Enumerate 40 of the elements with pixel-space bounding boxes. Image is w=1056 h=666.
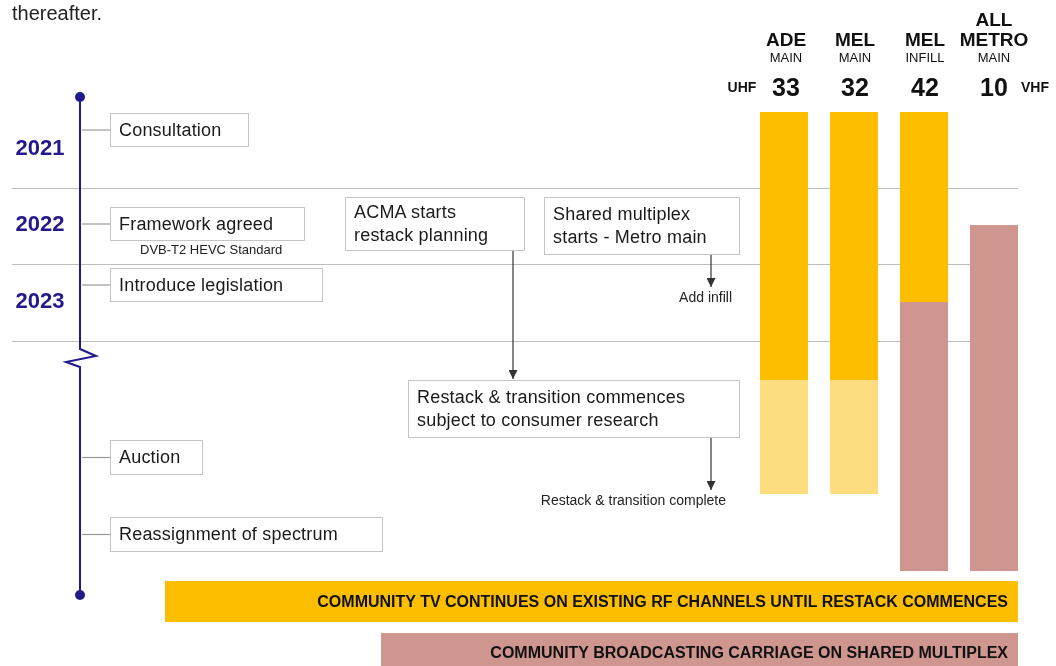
- connector-line: [81, 284, 111, 286]
- column-subheading: MAIN: [768, 51, 804, 65]
- year-label: 2023: [14, 289, 66, 313]
- column-subheading: INFILL: [904, 51, 946, 65]
- column-heading: MEL: [833, 30, 877, 50]
- arrow: [706, 437, 716, 491]
- period-band: COMMUNITY TV CONTINUES ON EXISTING RF CHANNELS UNTIL RESTACK COMMENCES: [165, 581, 1018, 622]
- channel-number: 33: [771, 74, 801, 101]
- band-label: VHF: [1020, 80, 1050, 95]
- year-label: 2021: [14, 136, 66, 160]
- intro-text: thereafter.: [12, 1, 104, 25]
- connector-line: [81, 129, 111, 131]
- event-box: Framework agreed: [110, 207, 305, 241]
- band-label: UHF: [726, 80, 758, 95]
- channel-number: 32: [840, 74, 870, 101]
- arrow: [508, 250, 518, 380]
- milestone-text: Add infill: [640, 288, 732, 306]
- node-note: DVB-T2 HEVC Standard: [140, 242, 283, 257]
- connector-line: [81, 223, 111, 225]
- event-box: Consultation: [110, 113, 249, 147]
- arrow: [706, 254, 716, 288]
- column-subheading: MAIN: [976, 51, 1012, 65]
- event-box: Reassignment of spectrum: [110, 517, 383, 552]
- timeline-line: [64, 91, 96, 601]
- event-box: ACMA starts restack planning: [345, 197, 525, 251]
- period-band: COMMUNITY BROADCASTING CARRIAGE ON SHARED MULTIPLEX: [381, 633, 1018, 666]
- column-heading: ADE: [764, 30, 808, 50]
- column-heading: MEL: [903, 30, 947, 50]
- milestone-text: Restack & transition complete: [470, 491, 726, 509]
- connector-line: [81, 456, 111, 459]
- year-label: 2022: [14, 212, 66, 236]
- event-box: Shared multiplex starts - Metro main: [544, 197, 740, 255]
- connector-line: [81, 533, 111, 536]
- channel-number: 10: [979, 74, 1009, 101]
- event-box: Introduce legislation: [110, 268, 323, 302]
- column-heading: ALL METRO: [959, 10, 1029, 50]
- event-box: Restack & transition commences subject to consumer research: [408, 380, 740, 438]
- channel-number: 42: [910, 74, 940, 101]
- event-box: Auction: [110, 440, 203, 475]
- column-subheading: MAIN: [837, 51, 873, 65]
